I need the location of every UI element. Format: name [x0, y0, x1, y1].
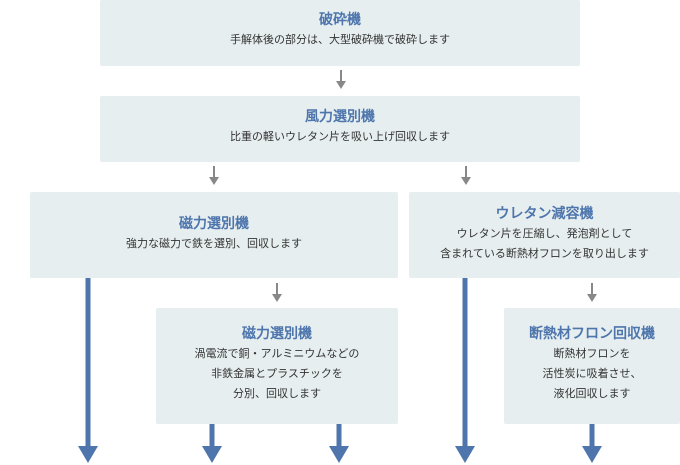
magnetic-separator-title: 磁力選別機 [179, 216, 249, 232]
air-separator-desc-line: 比重の軽いウレタン片を吸い上げ回収します [230, 130, 450, 143]
arrow-magnetic-to-eddy [272, 283, 282, 302]
arrow-air-to-magnetic [209, 166, 219, 185]
cfc-recovery-desc-line-1: 断熱材フロンを [553, 347, 631, 360]
output-arrow-urethane [455, 278, 475, 463]
arrow-crusher-to-air [336, 70, 346, 89]
eddy-separator-desc-line-1: 渦電流で銅・アルミニウムなどの [194, 347, 360, 360]
urethane-reducer-box: ウレタン減容機 ウレタン片を圧縮し、発泡剤として 含まれている断熱材フロンを取り… [409, 192, 680, 278]
output-arrow-eddy-left [202, 424, 222, 463]
eddy-separator-box: 磁力選別機 渦電流で銅・アルミニウムなどの 非鉄金属とプラスチックを 分別、回収… [156, 308, 398, 424]
eddy-separator-title: 磁力選別機 [242, 326, 312, 342]
air-separator-box: 風力選別機 比重の軽いウレタン片を吸い上げ回収します [100, 96, 580, 162]
magnetic-separator-desc-line: 強力な磁力で鉄を選別、回収します [126, 237, 302, 250]
magnetic-separator-box: 磁力選別機 強力な磁力で鉄を選別、回収します [30, 192, 398, 278]
magnetic-separator-desc: 強力な磁力で鉄を選別、回収します [30, 234, 398, 254]
arrow-air-to-urethane [461, 166, 471, 185]
air-separator-desc: 比重の軽いウレタン片を吸い上げ回収します [100, 127, 580, 147]
crusher-desc-line: 手解体後の部分は、大型破砕機で破砕します [230, 33, 450, 46]
eddy-separator-desc-line-2: 非鉄金属とプラスチックを [211, 367, 343, 380]
cfc-recovery-box: 断熱材フロン回収機 断熱材フロンを 活性炭に吸着させ、 液化回収します [504, 308, 680, 424]
cfc-recovery-desc-line-2: 活性炭に吸着させ、 [542, 367, 642, 380]
urethane-reducer-desc: ウレタン片を圧縮し、発泡剤として 含まれている断熱材フロンを取り出します [409, 224, 680, 264]
crusher-box: 破砕機 手解体後の部分は、大型破砕機で破砕します [100, 0, 580, 66]
urethane-reducer-title: ウレタン減容機 [495, 206, 594, 222]
urethane-reducer-desc-line-2: 含まれている断熱材フロンを取り出します [440, 247, 649, 260]
arrow-urethane-to-cfc [587, 283, 597, 302]
cfc-recovery-desc: 断熱材フロンを 活性炭に吸着させ、 液化回収します [504, 344, 680, 404]
output-arrow-eddy-right [329, 424, 349, 463]
output-arrow-cfc [582, 424, 602, 463]
output-arrow-magnetic [78, 278, 98, 463]
air-separator-title: 風力選別機 [305, 109, 375, 125]
eddy-separator-desc-line-3: 分別、回収します [233, 387, 321, 400]
cfc-recovery-desc-line-3: 液化回収します [553, 387, 631, 400]
cfc-recovery-title: 断熱材フロン回収機 [529, 326, 655, 342]
crusher-desc: 手解体後の部分は、大型破砕機で破砕します [100, 30, 580, 50]
urethane-reducer-desc-line-1: ウレタン片を圧縮し、発泡剤として [456, 227, 633, 240]
crusher-title: 破砕機 [319, 12, 361, 28]
eddy-separator-desc: 渦電流で銅・アルミニウムなどの 非鉄金属とプラスチックを 分別、回収します [156, 344, 398, 404]
